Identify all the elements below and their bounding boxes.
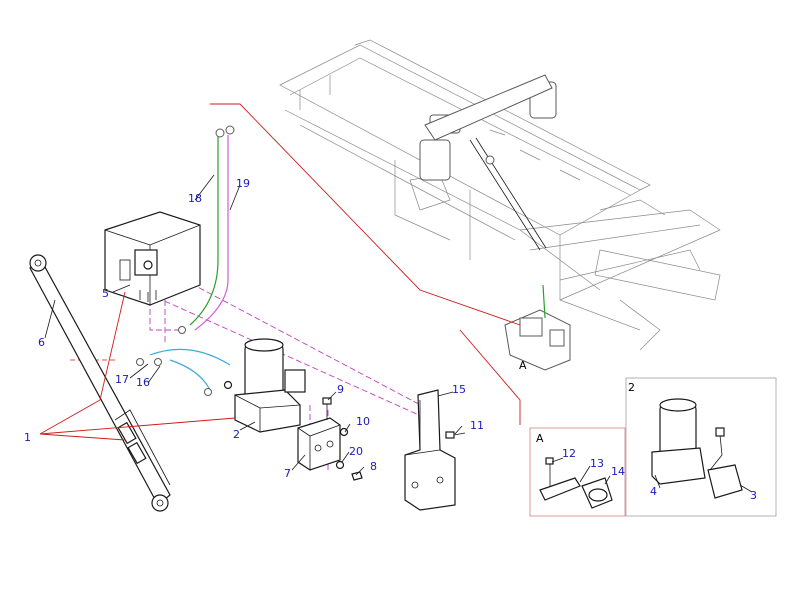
callout-15: 15	[452, 383, 466, 396]
leaders	[39, 174, 753, 493]
callout-16: 16	[136, 376, 150, 389]
cab-suspension	[419, 74, 557, 251]
leader-to-chassis	[210, 103, 521, 326]
dash-line-5-to-15b	[174, 274, 431, 411]
detail-a-label: A	[536, 432, 544, 445]
tilt-cylinder	[29, 254, 171, 512]
callout-19: 19	[236, 177, 250, 190]
callout-1: 1	[24, 431, 31, 444]
callout-9: 9	[337, 383, 344, 396]
callout-6: 6	[38, 336, 45, 349]
callout-4: 4	[650, 485, 657, 498]
callout-17: 17	[115, 373, 129, 386]
dash-line-a	[149, 300, 180, 331]
detail-a-box	[529, 427, 626, 517]
callout-12: 12	[562, 447, 576, 460]
view-a-label: A	[519, 359, 527, 372]
pump-on-chassis	[504, 284, 571, 371]
callout-2: 2	[233, 428, 240, 441]
callout-10: 10	[356, 415, 370, 428]
detail-2-label: 2	[628, 381, 635, 394]
fasteners	[322, 397, 466, 481]
bracket-15	[404, 389, 456, 511]
detail-2-box	[625, 377, 777, 517]
reservoir-valve-block	[104, 211, 201, 306]
detail-a-parts	[539, 457, 613, 509]
callout-3: 3	[750, 489, 757, 502]
leader-detail-a	[459, 329, 521, 425]
callout-14: 14	[611, 465, 625, 478]
callout-7: 7	[284, 467, 291, 480]
callout-13: 13	[590, 457, 604, 470]
chassis-frame	[279, 39, 721, 351]
dash-line-5-to-15	[139, 289, 431, 421]
callout-18: 18	[188, 192, 202, 205]
callout-5: 5	[102, 287, 109, 300]
callout-11: 11	[470, 419, 484, 432]
hoses	[136, 125, 235, 396]
callout-20: 20	[349, 445, 363, 458]
pump-motor	[223, 338, 306, 433]
callout-8: 8	[370, 460, 377, 473]
bracket-7	[297, 417, 341, 471]
detail-2-parts	[651, 398, 743, 499]
